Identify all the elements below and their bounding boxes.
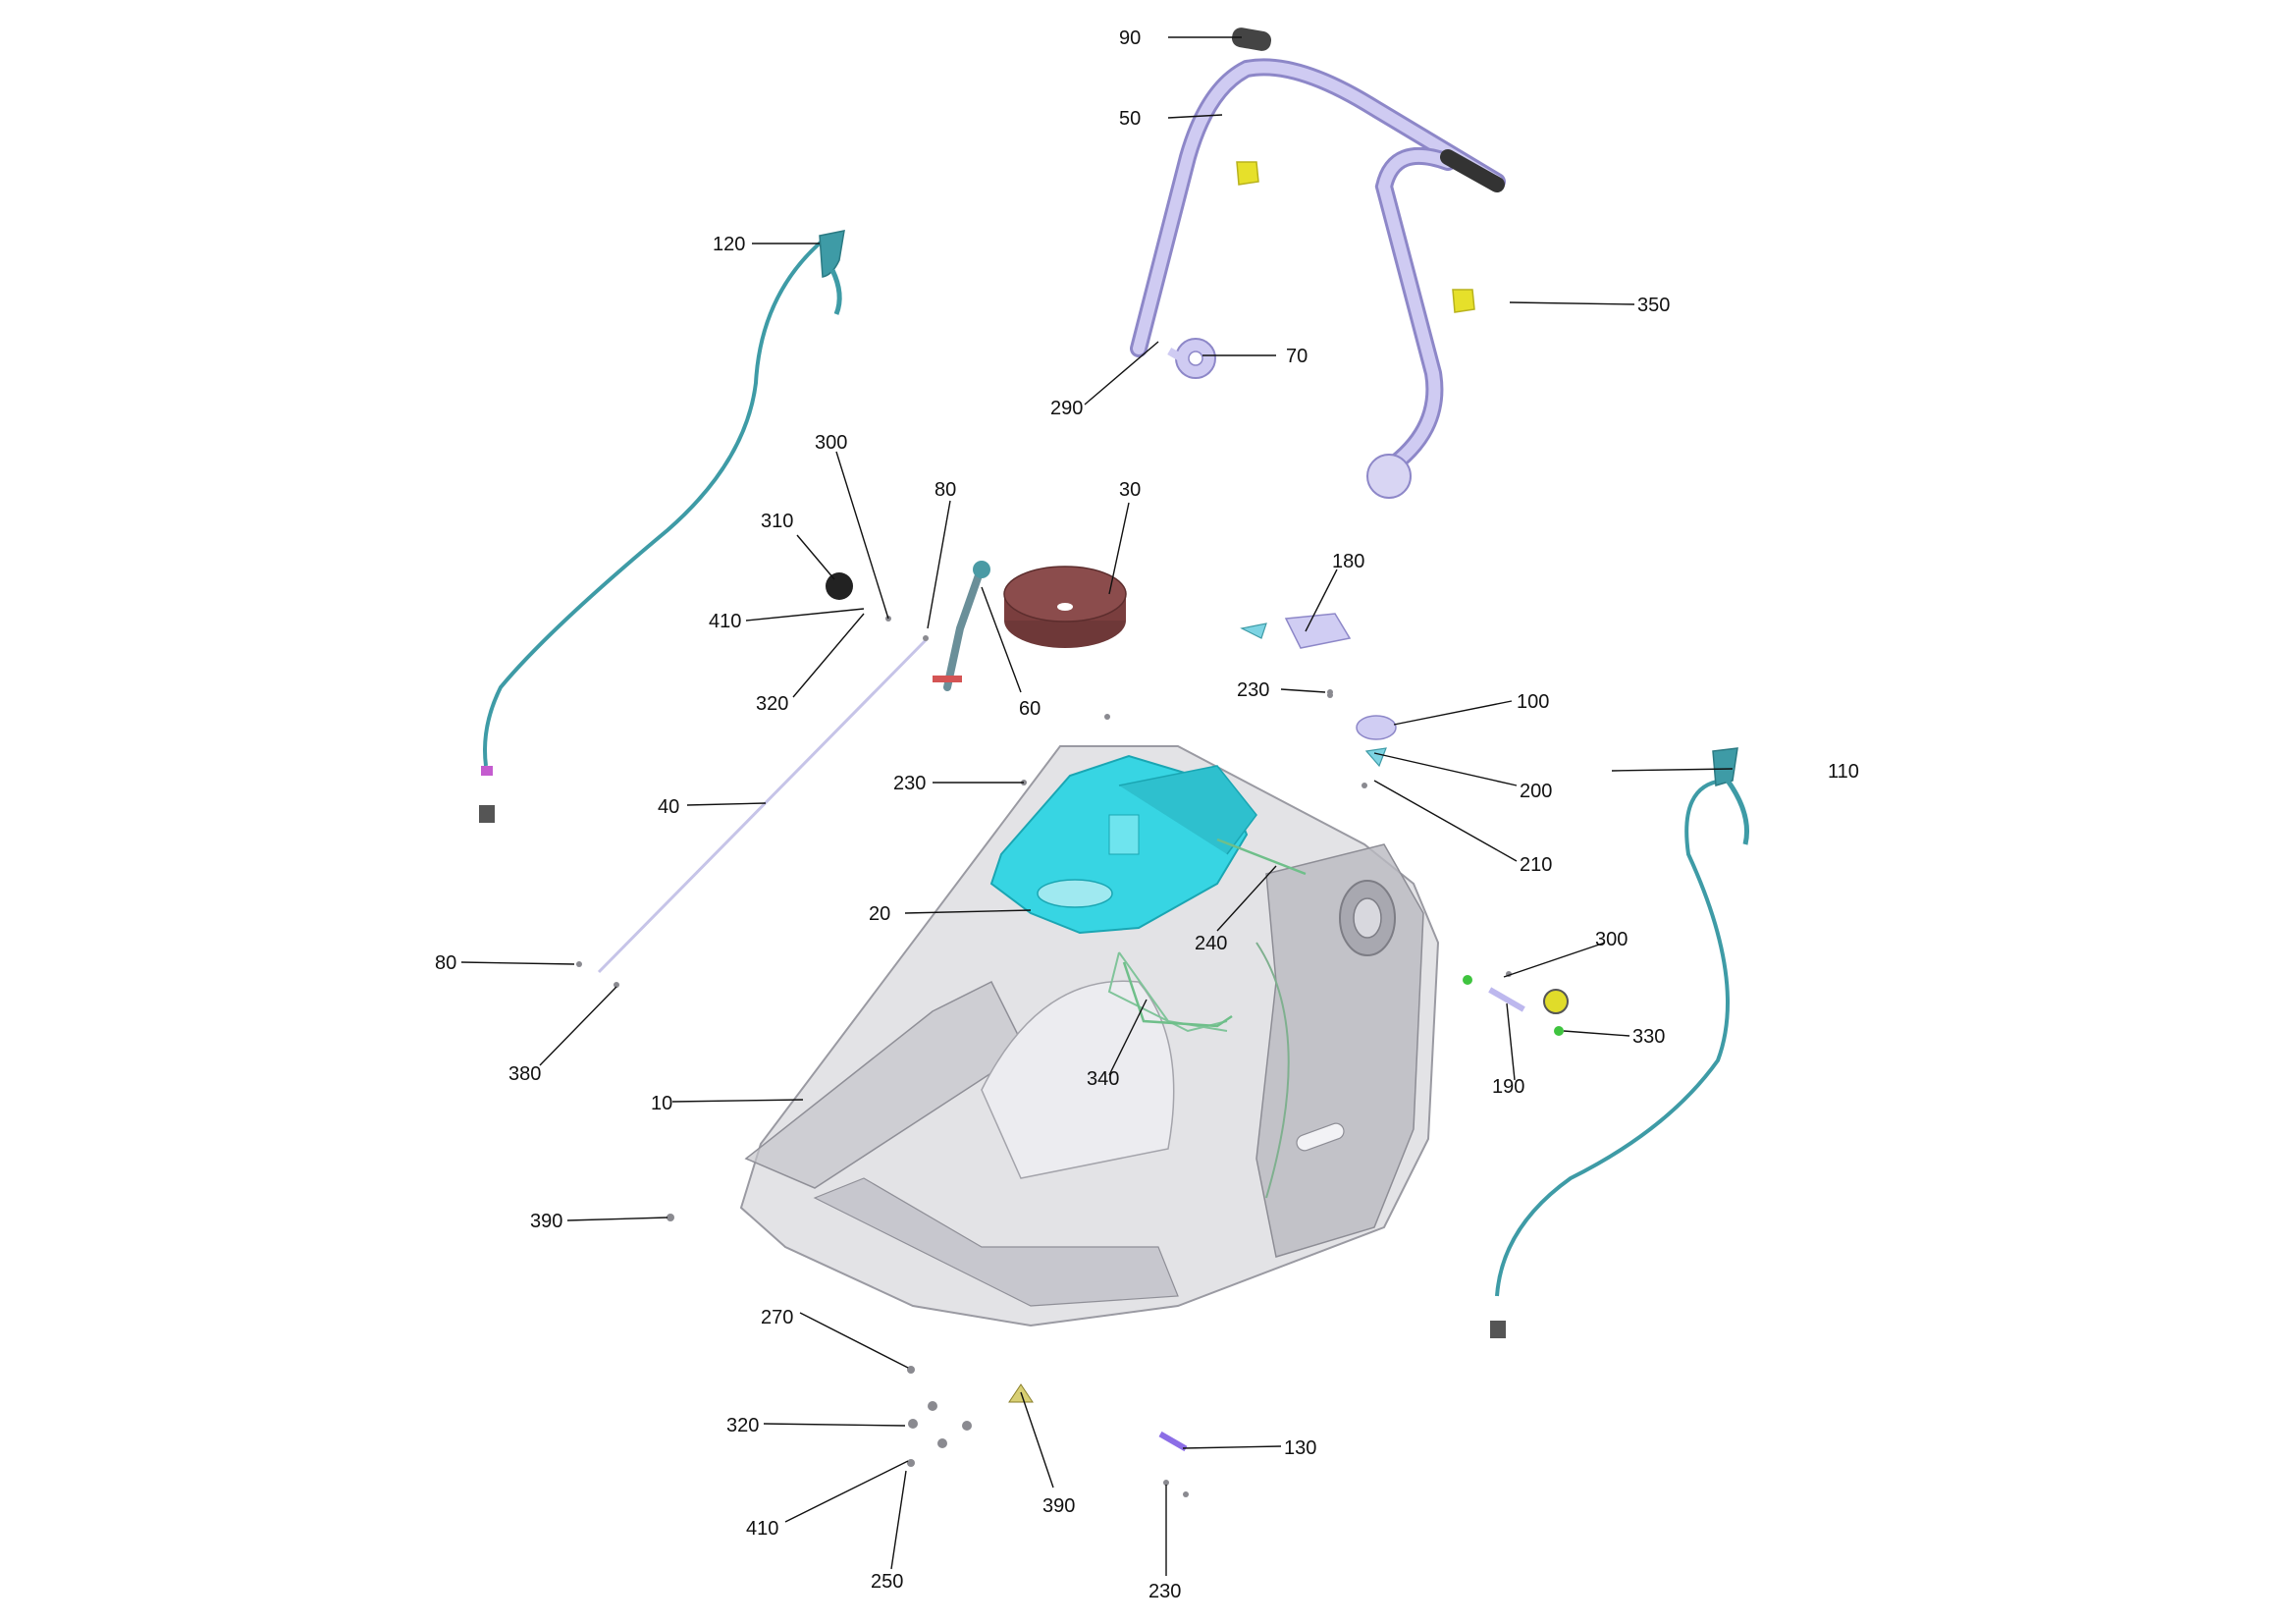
- callout-50: 50: [1119, 108, 1141, 130]
- callout-40: 40: [658, 796, 679, 818]
- cable-left-part: [479, 230, 845, 823]
- green-part: [1554, 1026, 1564, 1036]
- strap-part: [1158, 1431, 1188, 1452]
- callout-110: 110: [1828, 761, 1859, 783]
- callout-90: 90: [1119, 27, 1141, 49]
- lever-part: [933, 561, 990, 691]
- yellow-knob-part: [1543, 989, 1569, 1014]
- leader-lines: [460, 36, 1734, 1576]
- tube-part: [1122, 838, 1307, 1028]
- callout-20: 20: [869, 903, 890, 925]
- callout-180: 180: [1332, 551, 1364, 572]
- callout-410-left: 410: [709, 611, 741, 632]
- callout-270: 270: [761, 1307, 793, 1328]
- callout-10: 10: [651, 1093, 672, 1114]
- callout-210: 210: [1520, 854, 1552, 876]
- bracket-part: [1240, 623, 1267, 639]
- callout-310: 310: [761, 511, 793, 532]
- callout-340: 340: [1087, 1068, 1119, 1090]
- callout-300-left: 300: [815, 432, 847, 454]
- cap-part: [1356, 715, 1397, 740]
- callout-230-mid-right: 230: [1237, 679, 1269, 701]
- callout-290: 290: [1050, 398, 1083, 419]
- callout-230-mid: 230: [893, 773, 926, 794]
- handle-bar-part: [1130, 58, 1506, 499]
- bracket-small-part: [1167, 348, 1187, 363]
- callout-130: 130: [1284, 1437, 1316, 1459]
- star-knob-part: [1175, 338, 1216, 379]
- callout-410-bottom: 410: [746, 1518, 778, 1540]
- screws: [576, 616, 1512, 1497]
- callout-200: 200: [1520, 781, 1552, 802]
- callout-250: 250: [871, 1571, 903, 1593]
- motor-mount-part: [989, 754, 1257, 935]
- clip-part: [1452, 289, 1475, 313]
- callout-320-left: 320: [756, 693, 788, 715]
- grip-part: [1231, 27, 1272, 51]
- callout-300-right: 300: [1595, 929, 1628, 950]
- callout-190: 190: [1492, 1076, 1524, 1098]
- bracket-part: [1284, 613, 1352, 649]
- housing-part: [739, 745, 1440, 1327]
- callout-320-bottom: 320: [726, 1415, 759, 1436]
- cable-right-part: [1490, 747, 1750, 1338]
- callout-230-bottom: 230: [1148, 1581, 1181, 1602]
- callout-80-left: 80: [435, 952, 456, 974]
- callout-330: 330: [1632, 1026, 1665, 1048]
- callout-390-bottom: 390: [1042, 1495, 1075, 1517]
- filter-disc-part: [1003, 566, 1127, 648]
- clamp-part: [1364, 747, 1387, 768]
- clip-part: [1236, 161, 1259, 186]
- thin-cable-part: [597, 636, 930, 974]
- callout-390-left: 390: [530, 1211, 562, 1232]
- callout-30: 30: [1119, 479, 1141, 501]
- callout-240: 240: [1195, 933, 1227, 954]
- callout-380: 380: [508, 1063, 541, 1085]
- green-part: [1463, 975, 1472, 985]
- knob-part: [826, 572, 853, 600]
- callout-80-top: 80: [934, 479, 956, 501]
- callout-labels: 90 50 350 70 290 120 300 80 30 310 410 3…: [435, 27, 1859, 1602]
- callout-70: 70: [1286, 346, 1308, 367]
- callout-350: 350: [1637, 295, 1670, 316]
- pin-part: [1488, 987, 1525, 1012]
- callout-120: 120: [713, 234, 745, 255]
- callout-100: 100: [1517, 691, 1549, 713]
- callout-60: 60: [1019, 698, 1041, 720]
